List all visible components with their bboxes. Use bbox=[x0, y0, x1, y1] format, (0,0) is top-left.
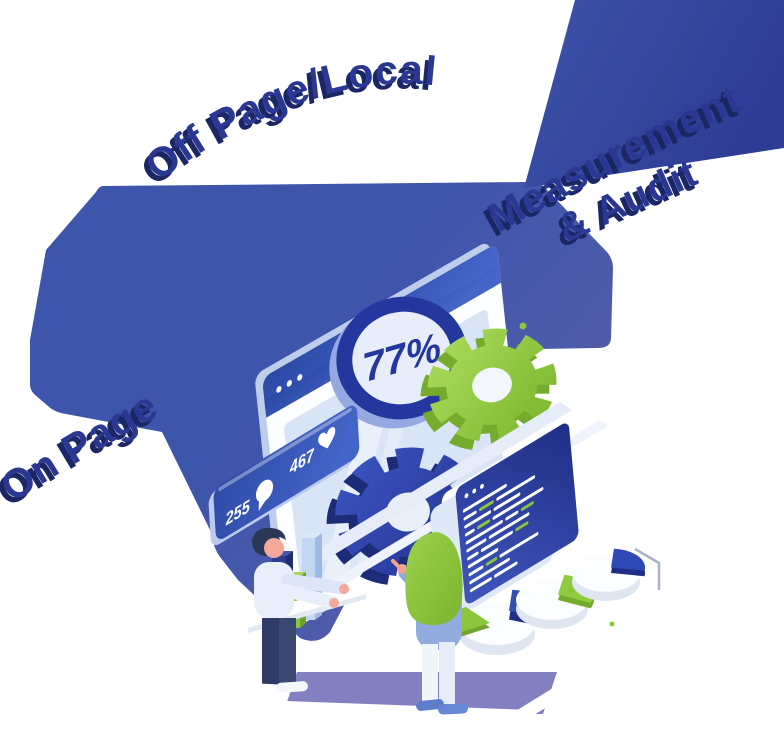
woman-shoe bbox=[416, 699, 444, 711]
pie-slice-blue bbox=[611, 548, 646, 571]
social-banner: 255 467 bbox=[208, 405, 360, 546]
green-gear-hole bbox=[472, 367, 512, 403]
man-arm bbox=[277, 583, 339, 609]
pie-chart-3d bbox=[572, 548, 646, 601]
code-line bbox=[463, 475, 536, 521]
code-line bbox=[464, 492, 521, 529]
woman-leg bbox=[422, 644, 438, 704]
man-arm bbox=[281, 573, 349, 595]
code-line bbox=[467, 521, 529, 561]
gear-icon-green bbox=[420, 328, 557, 451]
man-hair-front bbox=[253, 528, 286, 550]
man-face bbox=[264, 538, 284, 558]
code-line bbox=[465, 501, 534, 545]
man-hand bbox=[339, 584, 349, 594]
woman-shoe bbox=[438, 703, 468, 715]
woman-hair bbox=[405, 532, 463, 626]
code-lines bbox=[462, 475, 544, 593]
code-line bbox=[469, 557, 510, 585]
person-man bbox=[240, 528, 366, 695]
man-hand bbox=[329, 598, 339, 608]
heart-icon bbox=[318, 427, 336, 449]
code-panel bbox=[430, 423, 579, 625]
floor-line bbox=[235, 615, 679, 723]
code-line bbox=[467, 548, 499, 569]
cycle-band-shape bbox=[524, 0, 784, 188]
man-shoe bbox=[276, 681, 308, 693]
man-leg bbox=[262, 618, 279, 686]
motion-streak bbox=[300, 402, 572, 568]
code-line bbox=[462, 483, 507, 513]
social-banner-highlight bbox=[218, 407, 352, 492]
green-sparkles bbox=[519, 322, 615, 627]
code-line bbox=[466, 512, 530, 553]
code-line bbox=[468, 532, 539, 577]
wire-decoration bbox=[634, 547, 661, 590]
man-leg bbox=[279, 618, 296, 684]
code-line bbox=[470, 561, 518, 593]
window-dots-icon bbox=[464, 483, 484, 499]
bar-lightblue-top bbox=[302, 533, 322, 538]
woman-leg bbox=[439, 642, 455, 704]
green-gear-teeth bbox=[427, 328, 557, 442]
person-woman bbox=[391, 532, 468, 715]
woman-finger bbox=[391, 559, 402, 570]
window-dots-icon bbox=[276, 374, 303, 393]
code-line bbox=[464, 487, 544, 537]
